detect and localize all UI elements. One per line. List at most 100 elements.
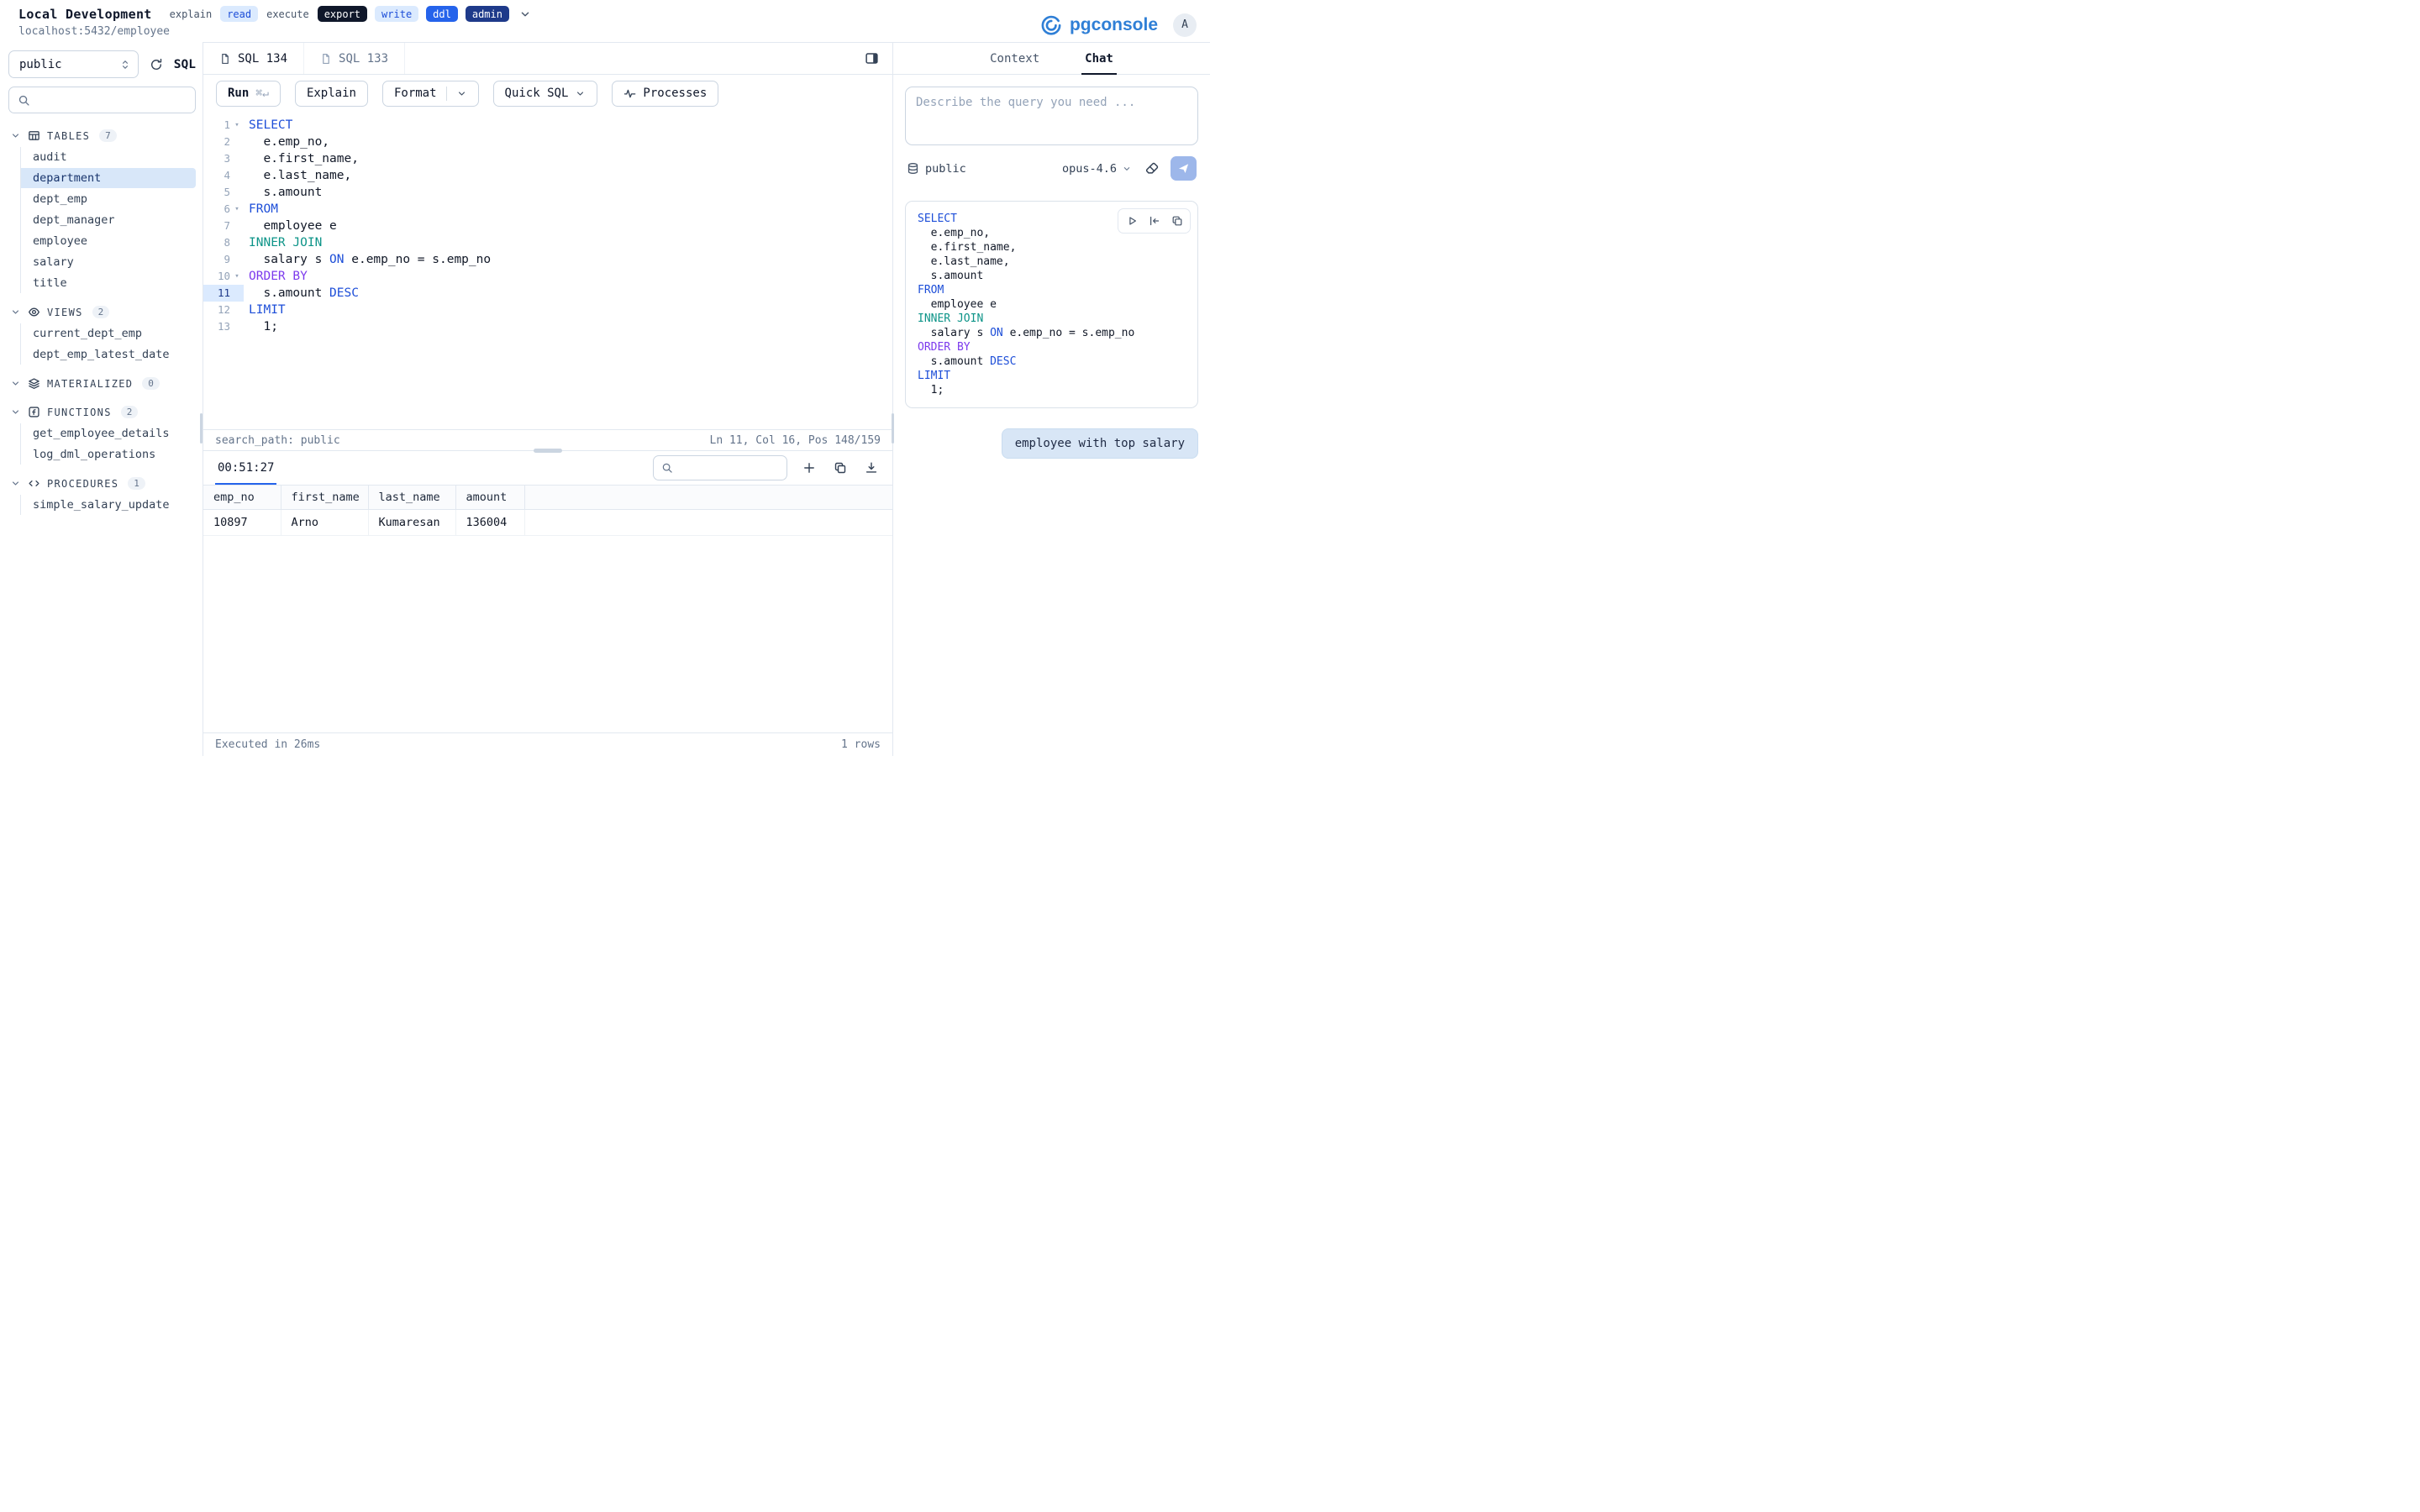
permission-badge-explain[interactable]: explain (169, 6, 213, 22)
line-number-gutter[interactable]: 9 (203, 251, 244, 268)
permission-badge-execute[interactable]: execute (266, 6, 310, 22)
resize-handle[interactable] (534, 449, 562, 453)
tree-item-department[interactable]: department (21, 168, 196, 188)
editor-line-12[interactable]: 12LIMIT (203, 302, 892, 318)
editor-line-2[interactable]: 2 e.emp_no, (203, 134, 892, 150)
tree-item-employee[interactable]: employee (21, 231, 196, 251)
line-number-gutter[interactable]: 4 (203, 167, 244, 184)
line-number-gutter[interactable]: 2 (203, 134, 244, 150)
send-button[interactable] (1171, 156, 1197, 181)
refresh-button[interactable] (148, 56, 165, 73)
permission-badge-export[interactable]: export (318, 6, 367, 22)
processes-button[interactable]: Processes (612, 81, 718, 107)
doc-icon (219, 53, 231, 65)
run-button[interactable]: Run ⌘↵ (216, 81, 281, 107)
connection-info: Local Development explainreadexecuteexpo… (18, 6, 532, 42)
sidebar-search[interactable] (8, 87, 196, 113)
code-line: e.last_name, (244, 167, 351, 184)
tree-section-header-views[interactable]: VIEWS2 (8, 302, 196, 322)
editor-line-5[interactable]: 5 s.amount (203, 184, 892, 201)
permission-badge-ddl[interactable]: ddl (426, 6, 458, 22)
tree-item-current_dept_emp[interactable]: current_dept_emp (21, 323, 196, 344)
tree-items: auditdepartmentdept_empdept_manageremplo… (20, 147, 196, 293)
column-header-emp_no[interactable]: emp_no (203, 486, 281, 510)
tree-item-get_employee_details[interactable]: get_employee_details (21, 423, 196, 444)
code-line: 1; (244, 318, 278, 335)
line-number-gutter[interactable]: 7 (203, 218, 244, 234)
tree-item-dept_manager[interactable]: dept_manager (21, 210, 196, 230)
line-number-gutter[interactable]: 12 (203, 302, 244, 318)
model-select[interactable]: opus-4.6 (1062, 162, 1132, 176)
tree-item-dept_emp[interactable]: dept_emp (21, 189, 196, 209)
line-number-gutter[interactable]: 11 (203, 285, 244, 302)
line-number-gutter[interactable]: 10▾ (203, 268, 244, 285)
schema-scope[interactable]: public (907, 162, 966, 176)
column-header-amount[interactable]: amount (455, 486, 524, 510)
assistant-code-line-11: s.amount DESC (918, 354, 1186, 369)
toggle-panel-button[interactable] (860, 48, 882, 70)
insert-snippet-button[interactable] (1143, 211, 1165, 231)
sql-editor[interactable]: 1▾SELECT2 e.emp_no,3 e.first_name,4 e.la… (203, 112, 892, 429)
tab-chat[interactable]: Chat (1081, 43, 1117, 74)
line-number-gutter[interactable]: 3 (203, 150, 244, 167)
copy-snippet-button[interactable] (1165, 211, 1188, 231)
schema-select[interactable]: public (8, 50, 139, 78)
editor-line-3[interactable]: 3 e.first_name, (203, 150, 892, 167)
permission-badge-admin[interactable]: admin (466, 6, 509, 22)
permission-badge-write[interactable]: write (375, 6, 418, 22)
tree-section-header-procedures[interactable]: PROCEDURES1 (8, 474, 196, 493)
result-tab-timer[interactable]: 00:51:27 (215, 451, 276, 485)
tree-item-title[interactable]: title (21, 273, 196, 293)
tab-sql-134[interactable]: SQL 134 (203, 43, 304, 74)
column-header-first_name[interactable]: first_name (281, 486, 368, 510)
line-number-gutter[interactable]: 1▾ (203, 117, 244, 134)
fold-caret-icon: ▾ (233, 117, 241, 134)
avatar[interactable]: A (1173, 13, 1197, 37)
tree-item-simple_salary_update[interactable]: simple_salary_update (21, 495, 196, 515)
editor-line-10[interactable]: 10▾ORDER BY (203, 268, 892, 285)
line-number-gutter[interactable]: 8 (203, 234, 244, 251)
tree-item-dept_emp_latest_date[interactable]: dept_emp_latest_date (21, 344, 196, 365)
tab-context[interactable]: Context (986, 43, 1043, 74)
chat-input-card[interactable] (905, 87, 1198, 145)
explain-button[interactable]: Explain (295, 81, 368, 107)
editor-line-6[interactable]: 6▾FROM (203, 201, 892, 218)
editor-line-7[interactable]: 7 employee e (203, 218, 892, 234)
line-number-gutter[interactable]: 5 (203, 184, 244, 201)
sidebar-search-input[interactable] (37, 93, 187, 107)
run-snippet-button[interactable] (1120, 211, 1143, 231)
editor-line-13[interactable]: 13 1; (203, 318, 892, 335)
add-result-tab-button[interactable] (800, 459, 818, 477)
quick-sql-button[interactable]: Quick SQL (493, 81, 598, 107)
tab-sql-133[interactable]: SQL 133 (304, 43, 405, 74)
download-results-button[interactable] (862, 459, 881, 477)
code-line: employee e (244, 218, 337, 234)
results-search[interactable] (653, 455, 787, 480)
tree-item-salary[interactable]: salary (21, 252, 196, 272)
column-header-last_name[interactable]: last_name (368, 486, 455, 510)
tree-section-header-tables[interactable]: TABLES7 (8, 126, 196, 145)
line-number-gutter[interactable]: 13 (203, 318, 244, 335)
run-button-label: Run (228, 87, 249, 100)
sql-mode-label[interactable]: SQL (174, 58, 196, 71)
editor-line-8[interactable]: 8INNER JOIN (203, 234, 892, 251)
tree-item-log_dml_operations[interactable]: log_dml_operations (21, 444, 196, 465)
editor-line-4[interactable]: 4 e.last_name, (203, 167, 892, 184)
copy-results-button[interactable] (831, 459, 850, 477)
clear-chat-button[interactable] (1143, 160, 1160, 177)
format-button[interactable]: Format (382, 81, 479, 107)
editor-line-9[interactable]: 9 salary s ON e.emp_no = s.emp_no (203, 251, 892, 268)
tree-section-count: 0 (142, 377, 160, 390)
tree-section-header-materialized[interactable]: MATERIALIZED0 (8, 374, 196, 393)
line-number-gutter[interactable]: 6▾ (203, 201, 244, 218)
permission-badge-read[interactable]: read (220, 6, 258, 22)
table-cell-first_name: Arno (281, 510, 368, 536)
editor-line-11[interactable]: 11 s.amount DESC (203, 285, 892, 302)
tree-section-header-functions[interactable]: FUNCTIONS2 (8, 402, 196, 422)
tree-item-audit[interactable]: audit (21, 147, 196, 167)
editor-line-1[interactable]: 1▾SELECT (203, 117, 892, 134)
table-row[interactable]: 10897ArnoKumaresan136004 (203, 510, 892, 536)
chevron-down-icon[interactable] (518, 8, 532, 21)
results-search-input[interactable] (679, 462, 779, 475)
chat-input[interactable] (916, 96, 1187, 136)
